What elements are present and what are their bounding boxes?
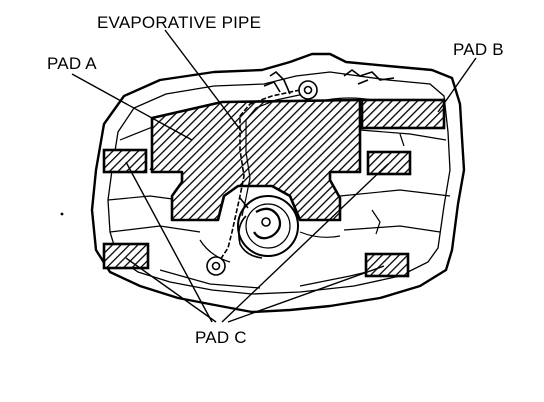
pad-c-right-lower	[364, 252, 410, 278]
tank-inner-outline	[107, 71, 451, 295]
pad-c-label: PAD C	[195, 328, 247, 347]
lower-fitting	[206, 256, 226, 276]
pad-b-label: PAD B	[453, 40, 504, 59]
leader-pad-b	[437, 57, 477, 113]
pad-a	[150, 98, 362, 222]
pad-c-right-upper	[366, 150, 412, 176]
leader-pad-a	[71, 73, 193, 141]
evaporative-pipe	[219, 89, 301, 261]
pad-c-left-upper	[102, 148, 148, 174]
pad-a-label: PAD A	[47, 54, 97, 73]
leader-pad-c-1	[125, 161, 213, 323]
pad-c-left-lower	[102, 242, 150, 270]
filler-fitting	[263, 69, 395, 100]
leader-pad-c-4	[227, 265, 385, 323]
tank-outline	[90, 52, 466, 314]
pad-b	[360, 98, 446, 130]
stray-dot	[60, 212, 64, 216]
leader-evaporative-pipe	[164, 29, 243, 133]
evaporative-pipe-outer	[241, 93, 305, 217]
fuel-pump-unit	[237, 195, 299, 259]
leader-pad-c-3	[221, 163, 389, 323]
evaporative-pipe-label: EVAPORATIVE PIPE	[97, 13, 262, 32]
leader-lines	[71, 29, 477, 323]
leader-pad-c-2	[125, 257, 217, 323]
